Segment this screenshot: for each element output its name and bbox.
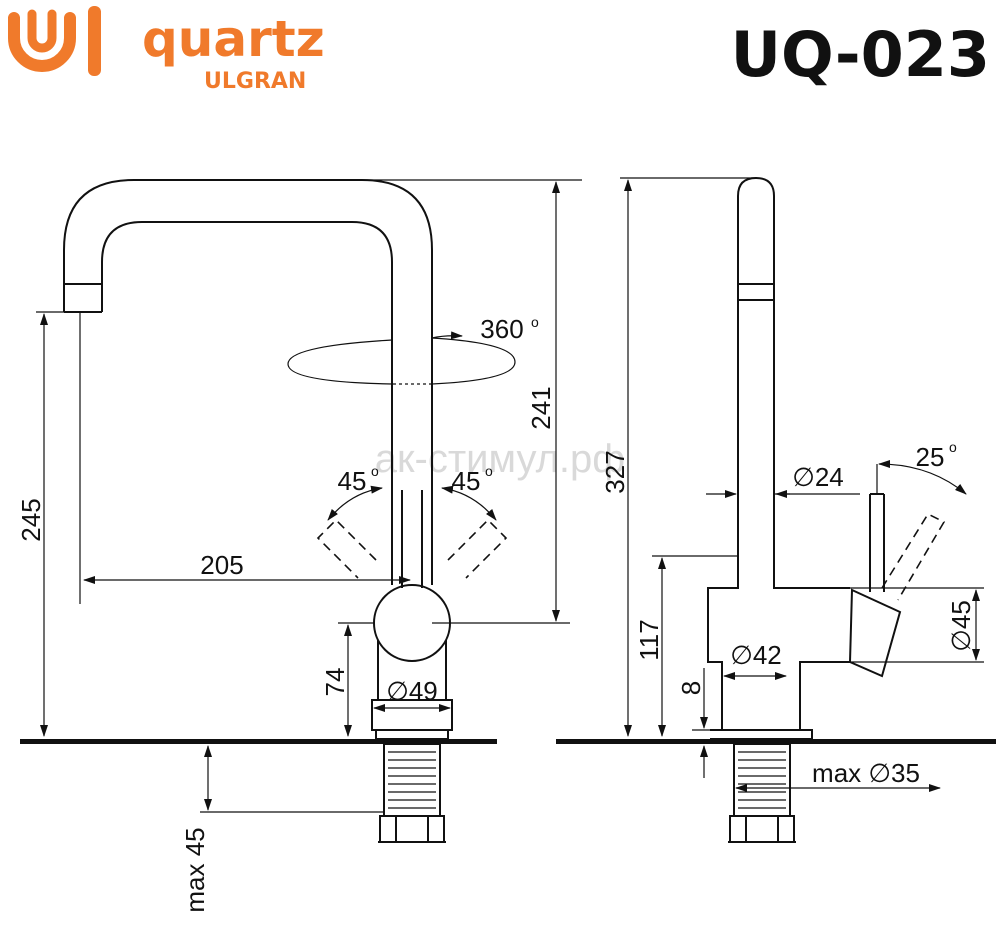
dim-205: 205 xyxy=(200,550,243,580)
rotation-arrow xyxy=(287,336,516,385)
dim-74: 74 xyxy=(320,668,350,697)
dim-max-35: max ∅35 xyxy=(812,758,920,788)
front-shank xyxy=(383,743,441,817)
dim-angle-left: 45 xyxy=(338,466,367,496)
front-nut xyxy=(378,815,446,843)
dim-241: 241 xyxy=(526,386,556,429)
deg-360: o xyxy=(531,314,539,330)
front-flange xyxy=(371,699,453,740)
side-view: 327 117 8 ∅24 ∅42 ∅45 max ∅35 25 o xyxy=(556,176,996,843)
ulgran-u-logo-icon xyxy=(7,6,101,76)
deg-tilt: o xyxy=(949,439,957,455)
side-nut xyxy=(728,815,796,843)
dim-diam-24: ∅24 xyxy=(792,462,844,492)
dim-diam-45: ∅45 xyxy=(946,600,976,652)
dim-max-45: max 45 xyxy=(180,827,210,912)
dim-8: 8 xyxy=(676,681,706,695)
dim-diam-42: ∅42 xyxy=(730,640,782,670)
watermark: ак-стимул.рф xyxy=(375,437,625,481)
model-code: UQ-023 xyxy=(731,18,990,91)
front-view: 245 241 205 74 ∅49 max 45 360 o 45 o 45 … xyxy=(16,179,582,913)
side-spout xyxy=(737,176,775,556)
handle-swing-left xyxy=(316,518,377,579)
front-handle xyxy=(401,490,423,588)
countertop-left xyxy=(20,739,497,744)
handle-swing-right xyxy=(447,518,508,579)
brand-logo: quartz ULGRAN xyxy=(7,6,325,94)
front-body xyxy=(377,490,447,700)
dim-angle-tilt: 25 xyxy=(916,442,945,472)
side-shank xyxy=(733,743,791,817)
countertop-right xyxy=(556,739,996,744)
dim-angle-right: 45 xyxy=(452,466,481,496)
side-handle xyxy=(848,493,902,678)
dim-245: 245 xyxy=(16,498,46,541)
deg-right: o xyxy=(485,463,493,479)
side-body xyxy=(707,556,850,740)
deg-left: o xyxy=(371,463,379,479)
dim-360: 360 xyxy=(480,314,523,344)
dim-117: 117 xyxy=(634,619,664,660)
brand-sub: ULGRAN xyxy=(204,69,306,94)
handle-tilt-dashed xyxy=(881,512,946,601)
dim-diam-49: ∅49 xyxy=(386,676,438,706)
side-thread xyxy=(738,751,786,809)
front-spout xyxy=(63,179,433,490)
front-thread xyxy=(388,751,436,809)
brand-name: quartz xyxy=(142,10,325,68)
dim-327: 327 xyxy=(600,450,630,493)
